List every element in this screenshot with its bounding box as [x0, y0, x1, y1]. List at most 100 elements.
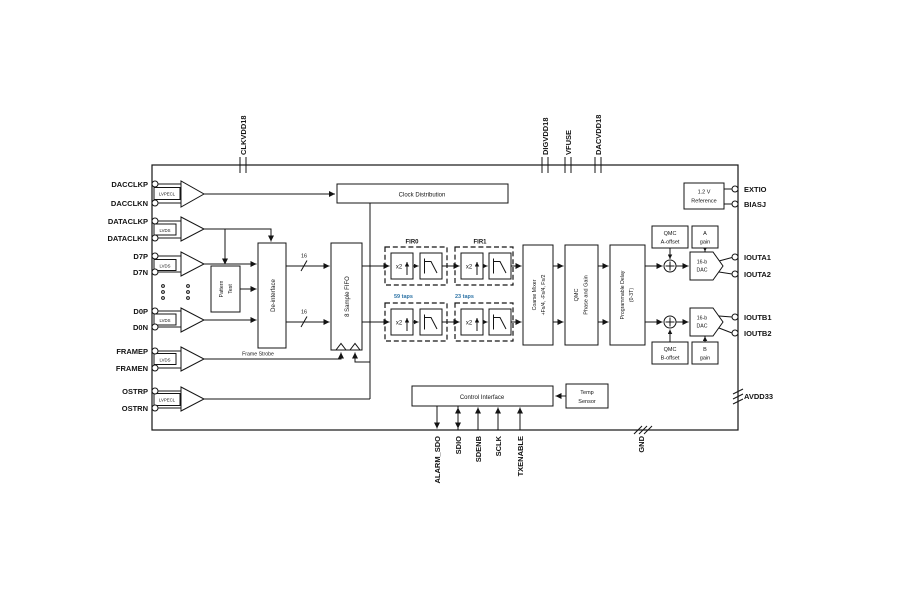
qmc-a-offset-label: QMC — [664, 231, 677, 237]
b-gain-label: B — [703, 347, 707, 353]
clock-distribution-box — [336, 183, 509, 204]
deinterface-box — [257, 242, 287, 349]
channel-b-output: 16-b DAC QMC B-offset B gain — [651, 307, 724, 365]
qmc-a-offset-box — [651, 225, 689, 249]
temp-sensor-label: Sensor — [578, 399, 596, 405]
control-interface-box — [411, 385, 554, 407]
vref-label: 1.2 V — [698, 190, 711, 196]
pin-label-d7n: D7N — [133, 268, 148, 277]
lvpecl-box — [153, 393, 181, 406]
pattern-test-label: Pattern — [219, 281, 225, 298]
qmc-b-offset-label: QMC — [664, 347, 677, 353]
clock-input-icon — [334, 342, 348, 351]
lowpass-filter-icon — [424, 314, 438, 330]
fir0-dashed-box — [384, 246, 448, 286]
lvds-box — [153, 259, 177, 271]
pin-label-ioutb1: IOUTB1 — [744, 313, 772, 322]
coarse-mixer-block: Coarse Mixer +Fs/4, -Fs/4, Fs/2 — [522, 244, 554, 346]
pin-label-dacclkn: DACCLKN — [111, 199, 148, 208]
pin-label-dataclkp: DATACLKP — [108, 217, 148, 226]
temp-sensor-label: Temp — [580, 390, 593, 396]
lvds-label: LVDS — [160, 228, 171, 233]
top-pins: CLKVDD18 DIGVDD18 VFUSE DACVDD18 — [239, 115, 603, 173]
pin-label-avdd33: AVDD33 — [744, 392, 773, 401]
coarse-mixer-label: +Fs/4, -Fs/4, Fs/2 — [541, 274, 547, 315]
pin-label-clkvdd18: CLKVDD18 — [239, 115, 248, 155]
clock-distribution-label: Clock Distribution — [399, 193, 446, 199]
qmc-label: Phase and Gain — [584, 275, 590, 314]
pin-label-dacclkp: DACCLKP — [111, 180, 148, 189]
pin-label-framep: FRAMEP — [116, 347, 148, 356]
gnd-multi-pin-hatch — [633, 425, 653, 435]
b-gain-box — [691, 341, 719, 365]
qmc-label: QMC — [574, 289, 580, 302]
pin-label-digvdd18: DIGVDD18 — [541, 117, 550, 155]
qmc-box — [564, 244, 599, 346]
pin-label-sdio: SDIO — [454, 436, 463, 455]
lvds-box — [153, 223, 177, 236]
fifo-block: 8 Sample FIFO — [330, 242, 363, 351]
pin-label-txenable: TXENABLE — [516, 436, 525, 476]
buffer-icon — [180, 251, 206, 277]
wires — [204, 188, 733, 430]
pin-label-iouta2: IOUTA2 — [744, 270, 771, 279]
fir0-taps-label: 59 taps — [394, 294, 413, 300]
programmable-delay-label: (0-3T) — [629, 288, 635, 302]
programmable-delay-block: Programmable Delay (0-3T) — [609, 244, 646, 346]
temp-sensor-block: Temp Sensor — [565, 383, 609, 409]
lowpass-filter-icon — [493, 314, 507, 330]
x2-label: x2 — [396, 321, 403, 327]
pin-label-dataclkn: DATACLKN — [107, 234, 148, 243]
bus-width-label: 16 — [301, 310, 307, 316]
buffer-icon — [180, 180, 206, 208]
x2-label: x2 — [396, 265, 403, 271]
interpolator-blocks: x2 x2 x2 x2 — [390, 252, 484, 336]
qmc-a-offset-label: A-offset — [661, 240, 680, 246]
a-gain-box — [691, 225, 719, 249]
dac-b-label: 16-b — [697, 316, 707, 322]
channel-a-output: QMC A-offset A gain 16-b DAC — [651, 225, 724, 281]
pin-label-d0n: D0N — [133, 323, 148, 332]
frame-strobe-label: Frame Strobe — [242, 352, 274, 358]
temp-sensor-box — [565, 383, 609, 409]
fir1-taps-label: 23 taps — [455, 294, 474, 300]
coarse-mixer-box — [522, 244, 554, 346]
buffer-icon — [180, 346, 206, 372]
pin-label-biasj: BIASJ — [744, 200, 766, 209]
programmable-delay-label: Programmable Delay — [620, 270, 626, 319]
pin-label-alarm-sdo: ALARM_SDO — [433, 436, 442, 484]
pin-label-dacvdd18: DACVDD18 — [594, 115, 603, 155]
dac-a-label: DAC — [697, 268, 708, 274]
fir0-dashed-box-b — [384, 302, 448, 342]
left-pins: DACCLKP DACCLKN DATACLKP DATACLKN D7P D7… — [107, 180, 148, 413]
lvds-label: LVDS — [160, 318, 171, 323]
lvds-box — [153, 353, 177, 365]
filter-blocks — [419, 252, 512, 336]
lvpecl-box — [153, 187, 181, 200]
pin-label-ostrp: OSTRP — [122, 387, 148, 396]
pin-label-ioutb2: IOUTB2 — [744, 329, 772, 338]
pattern-test-block: Pattern Test — [210, 265, 241, 313]
fifo-box — [330, 242, 363, 351]
avdd33-multi-pin-hatch — [732, 388, 744, 405]
fir1-label: FIR1 — [473, 240, 487, 246]
vref-label: Reference — [691, 199, 716, 205]
pattern-test-box — [210, 265, 241, 313]
clock-input-icon — [348, 342, 362, 351]
x2-label: x2 — [466, 265, 473, 271]
pin-label-d0p: D0P — [133, 307, 148, 316]
pin-label-extio: EXTIO — [744, 185, 767, 194]
x2-label: x2 — [466, 321, 473, 327]
pin-label-iouta1: IOUTA1 — [744, 253, 771, 262]
b-gain-label: gain — [700, 356, 710, 362]
vref-box — [683, 182, 725, 210]
dac-a-symbol — [689, 251, 724, 281]
fir0-block: FIR0 — [384, 240, 448, 342]
pin-label-sclk: SCLK — [494, 435, 503, 456]
right-pins: EXTIO BIASJ IOUTA1 IOUTA2 IOUTB1 IOUTB2 … — [732, 185, 773, 405]
lvds-box — [153, 313, 177, 326]
pin-label-sdenb: SDENB — [474, 435, 483, 462]
clock-distribution-block: Clock Distribution — [336, 183, 509, 204]
chip-boundary — [151, 164, 739, 431]
input-buffers: LVPECL LVDS LVDS LVDS LVDS LVPECL — [153, 180, 206, 412]
